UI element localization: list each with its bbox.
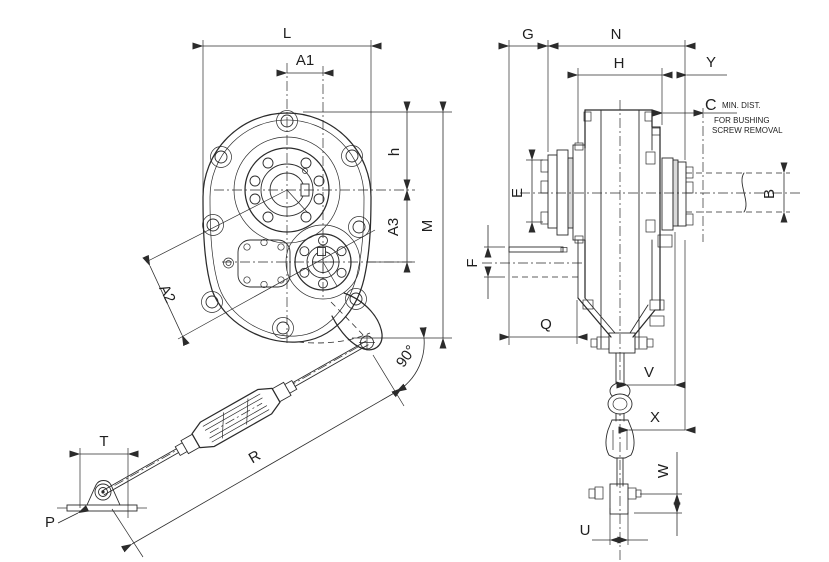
housing-bolt-holes (201, 110, 370, 339)
dim-label-P: P (45, 514, 55, 531)
dim-G: G (498, 26, 559, 50)
dim-F: F (464, 225, 505, 299)
cover-plate (223, 238, 291, 289)
dim-B: B (761, 162, 788, 223)
dim-label-90: 90° (393, 342, 420, 370)
turnbuckle (174, 379, 298, 457)
dim-L: L (192, 25, 382, 193)
dim-label-W: W (655, 463, 672, 478)
dim-angle-90: 90° (391, 327, 427, 398)
dim-label-Y: Y (706, 54, 716, 71)
side-view: G N H Y C MIN. DIST. FOR BUSHING SCREW R… (464, 26, 800, 562)
dim-label-F: F (464, 258, 481, 267)
dim-label-L: L (283, 25, 291, 42)
dim-X: X (618, 409, 696, 434)
dim-label-V: V (644, 364, 654, 381)
input-shaft (482, 246, 585, 278)
dim-label-C-min-dist: MIN. DIST. (722, 101, 761, 110)
dim-label-C: C (705, 97, 717, 114)
bushing-note-line2: SCREW REMOVAL (712, 126, 783, 135)
dim-Q: Q (499, 316, 588, 341)
bushing-note-line1: FOR BUSHING (714, 116, 770, 125)
dim-label-A2: A2 (155, 282, 178, 306)
dim-label-Q: Q (540, 316, 552, 333)
dim-label-R: R (246, 447, 264, 467)
dim-label-H: H (614, 55, 625, 72)
dim-N: N (537, 26, 696, 50)
dim-label-X: X (650, 409, 660, 426)
anchor-bracket (57, 480, 147, 512)
torque-arm-plate (297, 292, 383, 351)
dim-U: U (580, 508, 648, 545)
torque-link-assembly (588, 332, 654, 515)
dim-label-U: U (580, 522, 591, 539)
right-bushing-stack (645, 151, 694, 233)
dim-Y: Y (676, 54, 727, 79)
side-extension-lines (508, 40, 686, 430)
dim-C: C MIN. DIST. FOR BUSHING SCREW REMOVAL (652, 97, 783, 135)
dim-label-T: T (99, 433, 108, 450)
front-view: L A1 h A3 M A2 90° (45, 25, 452, 558)
dim-E: E (509, 149, 543, 233)
dim-h-A3-M: h A3 M (303, 101, 452, 349)
dim-R: R (111, 354, 408, 558)
dim-A2: A2 (142, 189, 376, 347)
dim-label-B: B (761, 189, 778, 199)
dim-label-h: h (386, 148, 403, 156)
dim-H: H (567, 55, 673, 79)
dim-label-G: G (522, 26, 534, 43)
dim-label-M: M (419, 220, 436, 233)
customer-shaft (520, 108, 800, 242)
side-housing (572, 100, 673, 562)
dim-A1: A1 (276, 52, 334, 77)
dim-label-N: N (611, 26, 622, 43)
dim-label-E: E (509, 188, 526, 198)
front-centerlines (214, 63, 415, 346)
dim-V: V (616, 364, 686, 389)
dim-P: P (45, 505, 90, 531)
dim-label-A3: A3 (385, 218, 402, 236)
dim-W: W (634, 452, 682, 536)
dim-label-A1: A1 (296, 52, 314, 69)
